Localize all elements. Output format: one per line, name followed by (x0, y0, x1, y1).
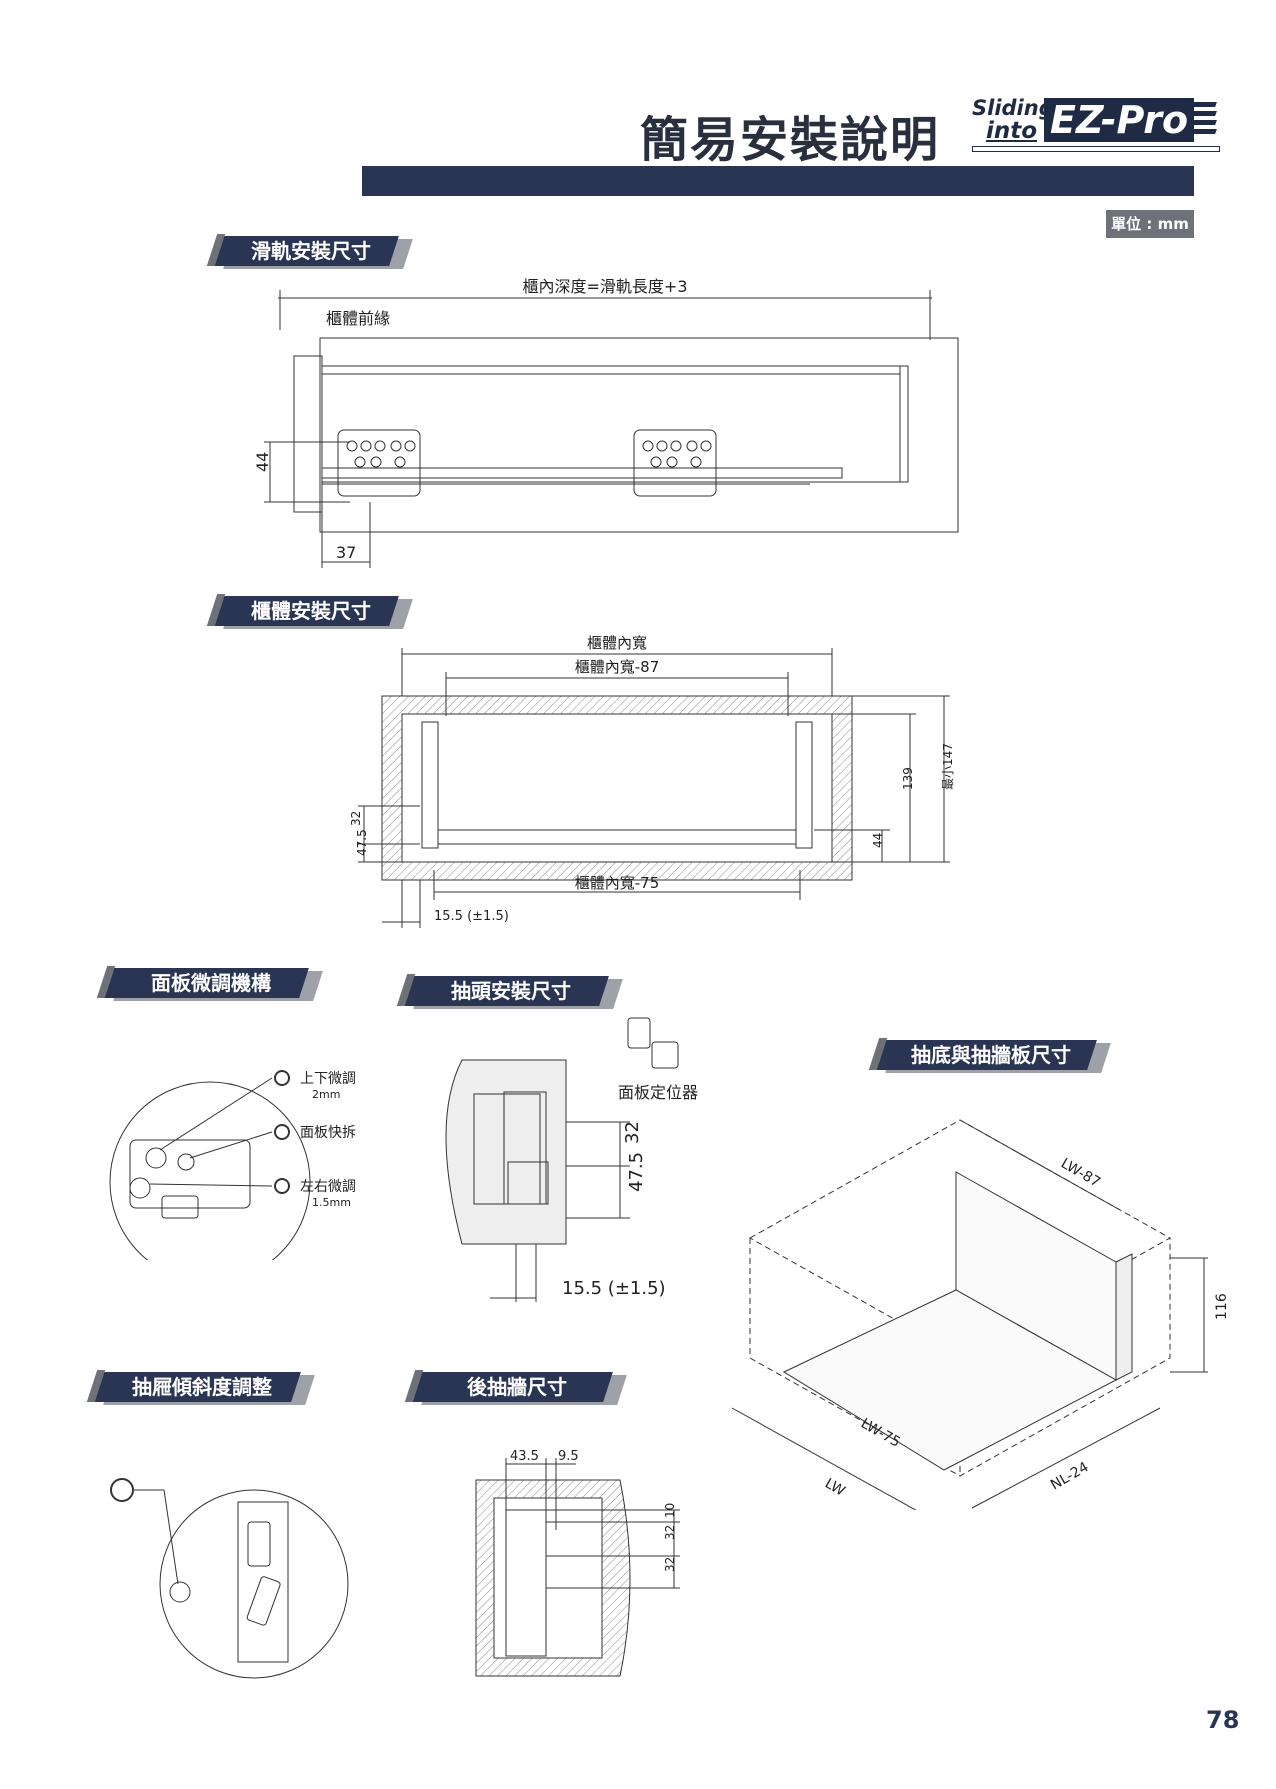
unit-badge: 單位 : mm (1106, 210, 1194, 238)
front-dim-32: 32 (622, 1121, 643, 1144)
cabinet-inner-width-87: 櫃體內寬-87 (575, 658, 660, 676)
panel-quick-release: 面板快拆 (300, 1125, 356, 1141)
cabinet-inner-width-75: 櫃體內寬-75 (575, 874, 660, 892)
section-rail-label: 滑軌安裝尺寸 (206, 234, 413, 269)
cabinet-dim-15-5: 15.5 (±1.5) (434, 909, 509, 924)
back-diagram: 43.5 9.5 10 32 32 (475, 1449, 680, 1677)
tilt-diagram (110, 1478, 349, 1679)
panel-left-right: 左右微調 (300, 1179, 356, 1195)
front-dim-15-5: 15.5 (±1.5) (562, 1278, 666, 1299)
rail-diagram: 櫃內深度=滑軌長度+3 櫃體前緣 44 37 (253, 277, 959, 568)
tilt-rotate-icon (110, 1478, 134, 1502)
front-locator-label: 面板定位器 (618, 1083, 698, 1102)
front-diagram: 面板定位器 32 47.5 15.5 (±1.5) (445, 1017, 698, 1302)
panel-up-down-mm: 2mm (312, 1088, 340, 1101)
bottom-h116: 116 (1214, 1293, 1230, 1320)
front-dim-47-5: 47.5 (626, 1152, 647, 1192)
section-front-label: 抽頭安裝尺寸 (396, 974, 623, 1009)
cabinet-dim-min147: 最小147 (941, 743, 955, 790)
bottom-lw87: LW-87 (1058, 1156, 1103, 1191)
back-dim-9-5: 9.5 (558, 1449, 579, 1464)
back-dim-10: 10 (663, 1503, 677, 1518)
page-title: 簡易安裝說明 (640, 112, 941, 168)
back-dim-43-5: 43.5 (510, 1449, 539, 1464)
cabinet-dim-44: 44 (871, 833, 885, 848)
cabinet-dim-47-5: 47.5 (355, 829, 369, 856)
ez-pro-logo: Sliding into EZ-Pro (972, 96, 1222, 158)
section-back-label: 後抽牆尺寸 (404, 1370, 627, 1405)
page-number: 78 (1206, 1706, 1240, 1734)
logo-stripes-icon (1189, 102, 1217, 142)
panel-left-right-mm: 1.5mm (312, 1196, 351, 1209)
cabinet-inner-width: 櫃體內寬 (587, 634, 647, 652)
cabinet-dim-32: 32 (349, 811, 363, 826)
logo-rail-icon (972, 146, 1220, 152)
logo-into-text: into (986, 118, 1038, 144)
panel-adjust-diagram: 上下微調 2mm 面板快拆 左右微調 1.5mm (109, 1070, 356, 1260)
section-tilt-label: 抽屜傾斜度調整 (86, 1370, 315, 1405)
logo-ez-text: EZ-Pro (1044, 98, 1195, 142)
section-panel-adjust-label: 面板微調機構 (96, 966, 323, 1001)
bottom-lw: LW (822, 1476, 848, 1500)
cabinet-dim-139: 139 (901, 767, 915, 790)
rail-dim-37: 37 (336, 543, 356, 562)
rail-front-edge-label: 櫃體前緣 (326, 309, 390, 328)
rail-depth-label: 櫃內深度=滑軌長度+3 (523, 277, 688, 296)
cabinet-diagram: 櫃體內寬 櫃體內寬-87 櫃體內寬-75 15.5 (±1.5) 32 47.5… (349, 634, 955, 928)
back-dim-32b: 32 (663, 1557, 677, 1572)
panel-up-down: 上下微調 (300, 1071, 356, 1087)
rail-dim-44: 44 (253, 452, 272, 472)
section-bottom-label: 抽底與抽牆板尺寸 (868, 1038, 1111, 1073)
bottom-diagram: LW-87 LW-75 LW NL-24 116 (731, 1119, 1230, 1510)
logo-sliding-text: Sliding (972, 96, 1054, 120)
title-bar (362, 166, 1194, 196)
back-dim-32a: 32 (663, 1525, 677, 1540)
section-cabinet-label: 櫃體安裝尺寸 (206, 594, 413, 629)
